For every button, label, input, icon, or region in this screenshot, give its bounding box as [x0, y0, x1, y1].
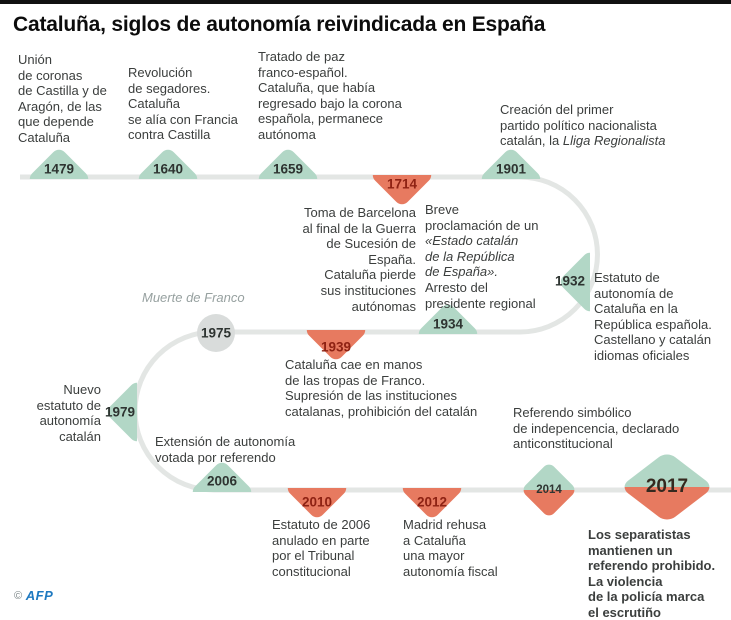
- year-label-1659: 1659: [272, 161, 304, 177]
- event-text-2010: Estatuto de 2006 anulado en parte por el…: [272, 517, 371, 579]
- event-text-2012: Madrid rehusa a Cataluña una mayor auton…: [403, 517, 498, 579]
- year-label-1932: 1932: [554, 273, 586, 289]
- year-label-1934: 1934: [432, 316, 464, 332]
- event-note-1975: Muerte de Franco: [142, 290, 245, 305]
- event-text-1979: Nuevo estatuto de autonomía catalán: [36, 382, 101, 444]
- event-text-1479: Unión de coronas de Castilla y de Aragón…: [18, 52, 107, 145]
- year-label-2014: 2014: [536, 484, 562, 496]
- top-border: [0, 0, 731, 4]
- afp-logo: AFP: [25, 588, 54, 603]
- afp-credit: © AFP: [14, 588, 53, 603]
- year-label-1640: 1640: [152, 161, 184, 177]
- year-label-2010: 2010: [301, 494, 333, 510]
- event-text-2017: Los separatistas mantienen un referendo …: [588, 527, 716, 620]
- year-label-1479: 1479: [43, 161, 75, 177]
- timeline-path: [20, 174, 731, 493]
- year-label-1714: 1714: [386, 176, 418, 192]
- node-1975-marker: [197, 314, 235, 352]
- event-text-1932: Estatuto de autonomía de Cataluña en la …: [594, 270, 712, 363]
- year-label-1979: 1979: [104, 404, 136, 420]
- page-title: Cataluña, siglos de autonomía reivindica…: [13, 13, 546, 36]
- event-text-1934: Breve proclamación de un «Estado catalán…: [425, 202, 539, 311]
- year-label-1901: 1901: [495, 161, 527, 177]
- year-label-1975: 1975: [200, 325, 232, 341]
- event-text-2014: Referendo simbólico de indepencencia, de…: [513, 405, 680, 452]
- event-text-1659: Tratado de paz franco-español. Cataluña,…: [258, 49, 402, 142]
- event-text-1901: Creación del primer partido político nac…: [500, 102, 666, 149]
- event-text-1939: Cataluña cae en manos de las tropas de F…: [285, 357, 478, 419]
- event-text-1640: Revolución de segadores. Cataluña se alí…: [128, 65, 238, 143]
- year-label-2006: 2006: [206, 473, 238, 489]
- year-label-1939: 1939: [320, 339, 352, 355]
- event-text-1714: Toma de Barcelona al final de la Guerra …: [302, 205, 416, 314]
- event-text-2006: Extensión de autonomía votada por refere…: [155, 434, 296, 465]
- year-label-2012: 2012: [416, 494, 448, 510]
- year-label-2017: 2017: [645, 476, 689, 497]
- copyright-symbol: ©: [14, 590, 23, 602]
